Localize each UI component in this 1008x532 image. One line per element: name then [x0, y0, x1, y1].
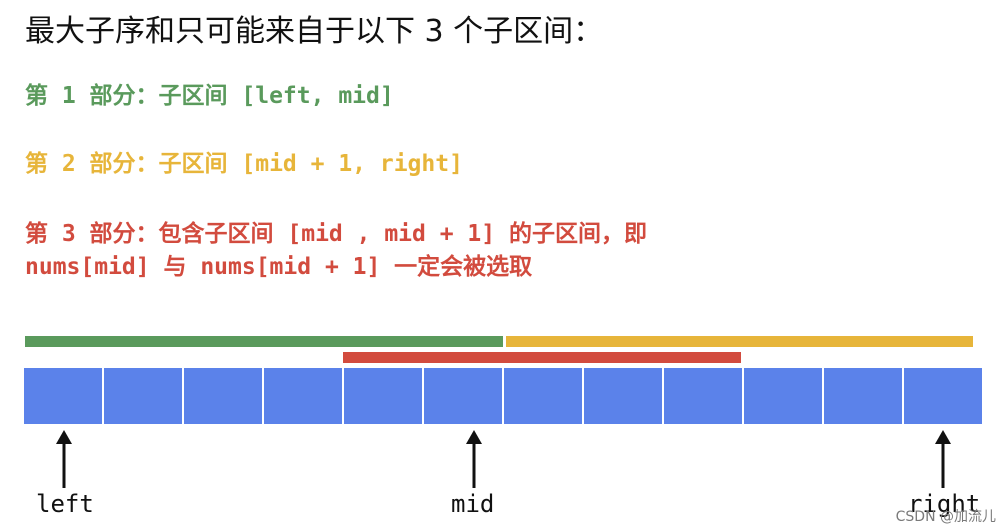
array-cell	[184, 368, 264, 424]
array-cell	[744, 368, 824, 424]
array-cell	[104, 368, 184, 424]
part-3-label-line1: 第 3 部分：包含子区间 [mid , mid + 1] 的子区间，即	[25, 221, 647, 247]
diagram-title: 最大子序和只可能来自于以下 3 个子区间：	[25, 14, 604, 49]
array-cell	[584, 368, 664, 424]
array-cell	[424, 368, 504, 424]
left-range-bar	[25, 336, 503, 347]
right-pointer-label: right	[908, 490, 981, 518]
array-cells	[24, 368, 982, 424]
mid-pointer-arrow-icon	[466, 430, 482, 488]
part-2-label: 第 2 部分：子区间 [mid + 1, right]	[25, 151, 463, 177]
array-cell	[24, 368, 104, 424]
right-pointer-arrow-icon	[935, 430, 951, 488]
part-3-label-line2: nums[mid] 与 nums[mid + 1] 一定会被选取	[25, 254, 533, 280]
array-cell	[504, 368, 584, 424]
array-cell	[824, 368, 904, 424]
array-cell	[904, 368, 982, 424]
watermark: CSDN @加流儿	[895, 509, 996, 525]
array-cell	[344, 368, 424, 424]
mid-pointer-label: mid	[451, 490, 495, 518]
left-pointer-arrow-icon	[56, 430, 72, 488]
part-1-label: 第 1 部分：子区间 [left, mid]	[25, 83, 394, 109]
left-pointer-label: left	[36, 490, 94, 518]
crossing-range-bar	[343, 352, 741, 363]
array-cell	[264, 368, 344, 424]
right-range-bar	[506, 336, 973, 347]
array-cell	[664, 368, 744, 424]
